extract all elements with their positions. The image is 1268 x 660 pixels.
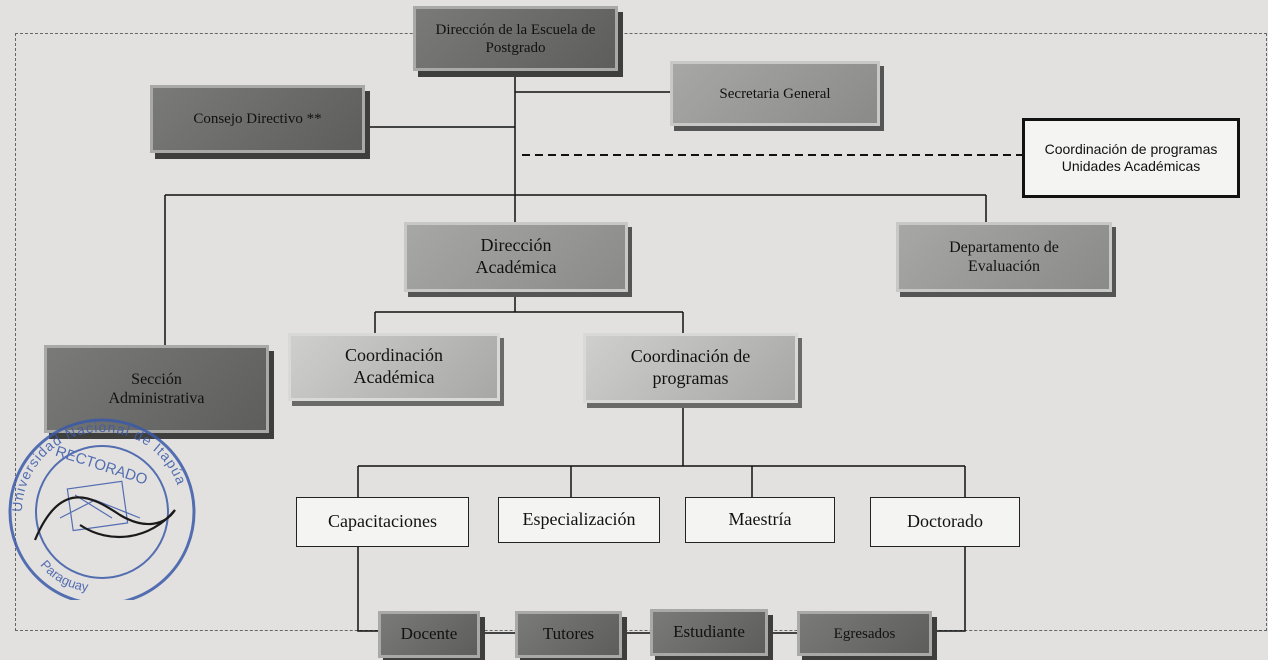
stamp-inner-text: RECTORADO <box>53 443 149 489</box>
departamento-evaluacion-label: Departamento de Evaluación <box>949 238 1059 275</box>
seccion-administrativa-label: Sección Administrativa <box>108 370 205 407</box>
maestria-box: Maestría <box>685 497 835 543</box>
doctorado-label: Doctorado <box>907 511 983 532</box>
capacitaciones-box: Capacitaciones <box>296 497 469 547</box>
secretaria-general-box: Secretaria General <box>670 61 880 126</box>
estudiante-label: Estudiante <box>673 622 745 642</box>
departamento-evaluacion-box: Departamento de Evaluación <box>896 222 1112 292</box>
direccion-academica-box: Dirección Académica <box>404 222 628 292</box>
docente-box: Docente <box>378 611 480 658</box>
especializacion-box: Especialización <box>498 497 660 543</box>
secretaria-general-label: Secretaria General <box>719 85 831 102</box>
consejo-directivo-label: Consejo Directivo ** <box>193 111 322 127</box>
doctorado-box: Doctorado <box>870 497 1020 547</box>
consejo-directivo-box: Consejo Directivo ** <box>150 85 365 153</box>
especializacion-label: Especialización <box>522 509 636 530</box>
coordinacion-academica-box: Coordinación Académica <box>288 333 500 401</box>
rectorado-stamp: Universidad Nacional de Itapúa Paraguay … <box>8 418 196 600</box>
direccion-escuela-box: Dirección de la Escuela de Postgrado <box>413 6 618 71</box>
direccion-escuela-label: Dirección de la Escuela de Postgrado <box>435 21 596 56</box>
egresados-box: Egresados <box>797 611 932 656</box>
egresados-label: Egresados <box>833 625 896 642</box>
direccion-academica-label: Dirección Académica <box>475 235 557 277</box>
seccion-administrativa-box: Sección Administrativa <box>44 345 269 433</box>
tutores-box: Tutores <box>515 611 622 658</box>
tutores-label: Tutores <box>542 624 595 644</box>
maestria-label: Maestría <box>728 509 792 530</box>
coordinacion-unidades-box: Coordinación de programas Unidades Acadé… <box>1022 118 1240 198</box>
chart-frame <box>15 33 1267 631</box>
coordinacion-programas-box: Coordinación de programas <box>583 333 798 403</box>
signature-icon <box>33 496 176 541</box>
coordinacion-academica-label: Coordinación Académica <box>345 345 443 387</box>
docente-label: Docente <box>400 624 458 644</box>
coordinacion-unidades-label: Coordinación de programas Unidades Acadé… <box>1044 141 1218 174</box>
estudiante-box: Estudiante <box>650 609 768 656</box>
coordinacion-programas-label: Coordinación de programas <box>630 346 751 388</box>
capacitaciones-label: Capacitaciones <box>328 511 437 532</box>
